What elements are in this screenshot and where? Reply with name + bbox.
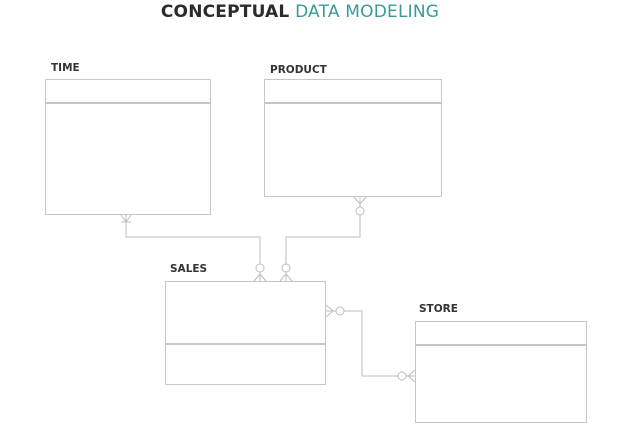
sales-zero-circle-icon-2: [281, 263, 291, 273]
time-sales-line: [125, 215, 261, 281]
relationship-time-sales: [120, 214, 267, 282]
time-entity-label: TIME: [51, 62, 80, 74]
diagram-title: CONCEPTUAL DATA MODELING: [0, 2, 600, 22]
sales-zero-circle-icon-3: [335, 306, 345, 316]
title-accent: DATA MODELING: [295, 2, 440, 22]
store-zero-circle-icon: [397, 371, 407, 381]
relationship-product-sales: [279, 196, 367, 282]
sales-store-line: [326, 310, 415, 377]
sales-crow-foot-icon-2: [279, 273, 293, 282]
product-crow-foot-icon: [353, 196, 367, 205]
title-bold: CONCEPTUAL: [160, 2, 290, 22]
product-zero-circle-icon: [355, 206, 365, 216]
store-entity-divider: [416, 344, 586, 346]
product-sales-line: [285, 197, 361, 281]
product-entity-box: [264, 79, 442, 197]
store-entity-box: [415, 321, 587, 423]
sales-crow-foot-icon: [253, 273, 267, 282]
sales-crow-foot-icon-3: [325, 304, 334, 318]
time-entity-box: [45, 79, 211, 215]
product-entity-divider: [265, 102, 441, 104]
sales-entity-divider: [166, 343, 325, 345]
sales-entity-label: SALES: [170, 263, 208, 275]
store-entity-label: STORE: [419, 303, 458, 315]
relationship-sales-store: [325, 304, 416, 383]
store-crow-foot-icon: [407, 369, 416, 383]
sales-zero-circle-icon: [255, 263, 265, 273]
sales-entity-box: [165, 281, 326, 385]
time-entity-divider: [46, 102, 210, 104]
product-entity-label: PRODUCT: [270, 64, 327, 76]
